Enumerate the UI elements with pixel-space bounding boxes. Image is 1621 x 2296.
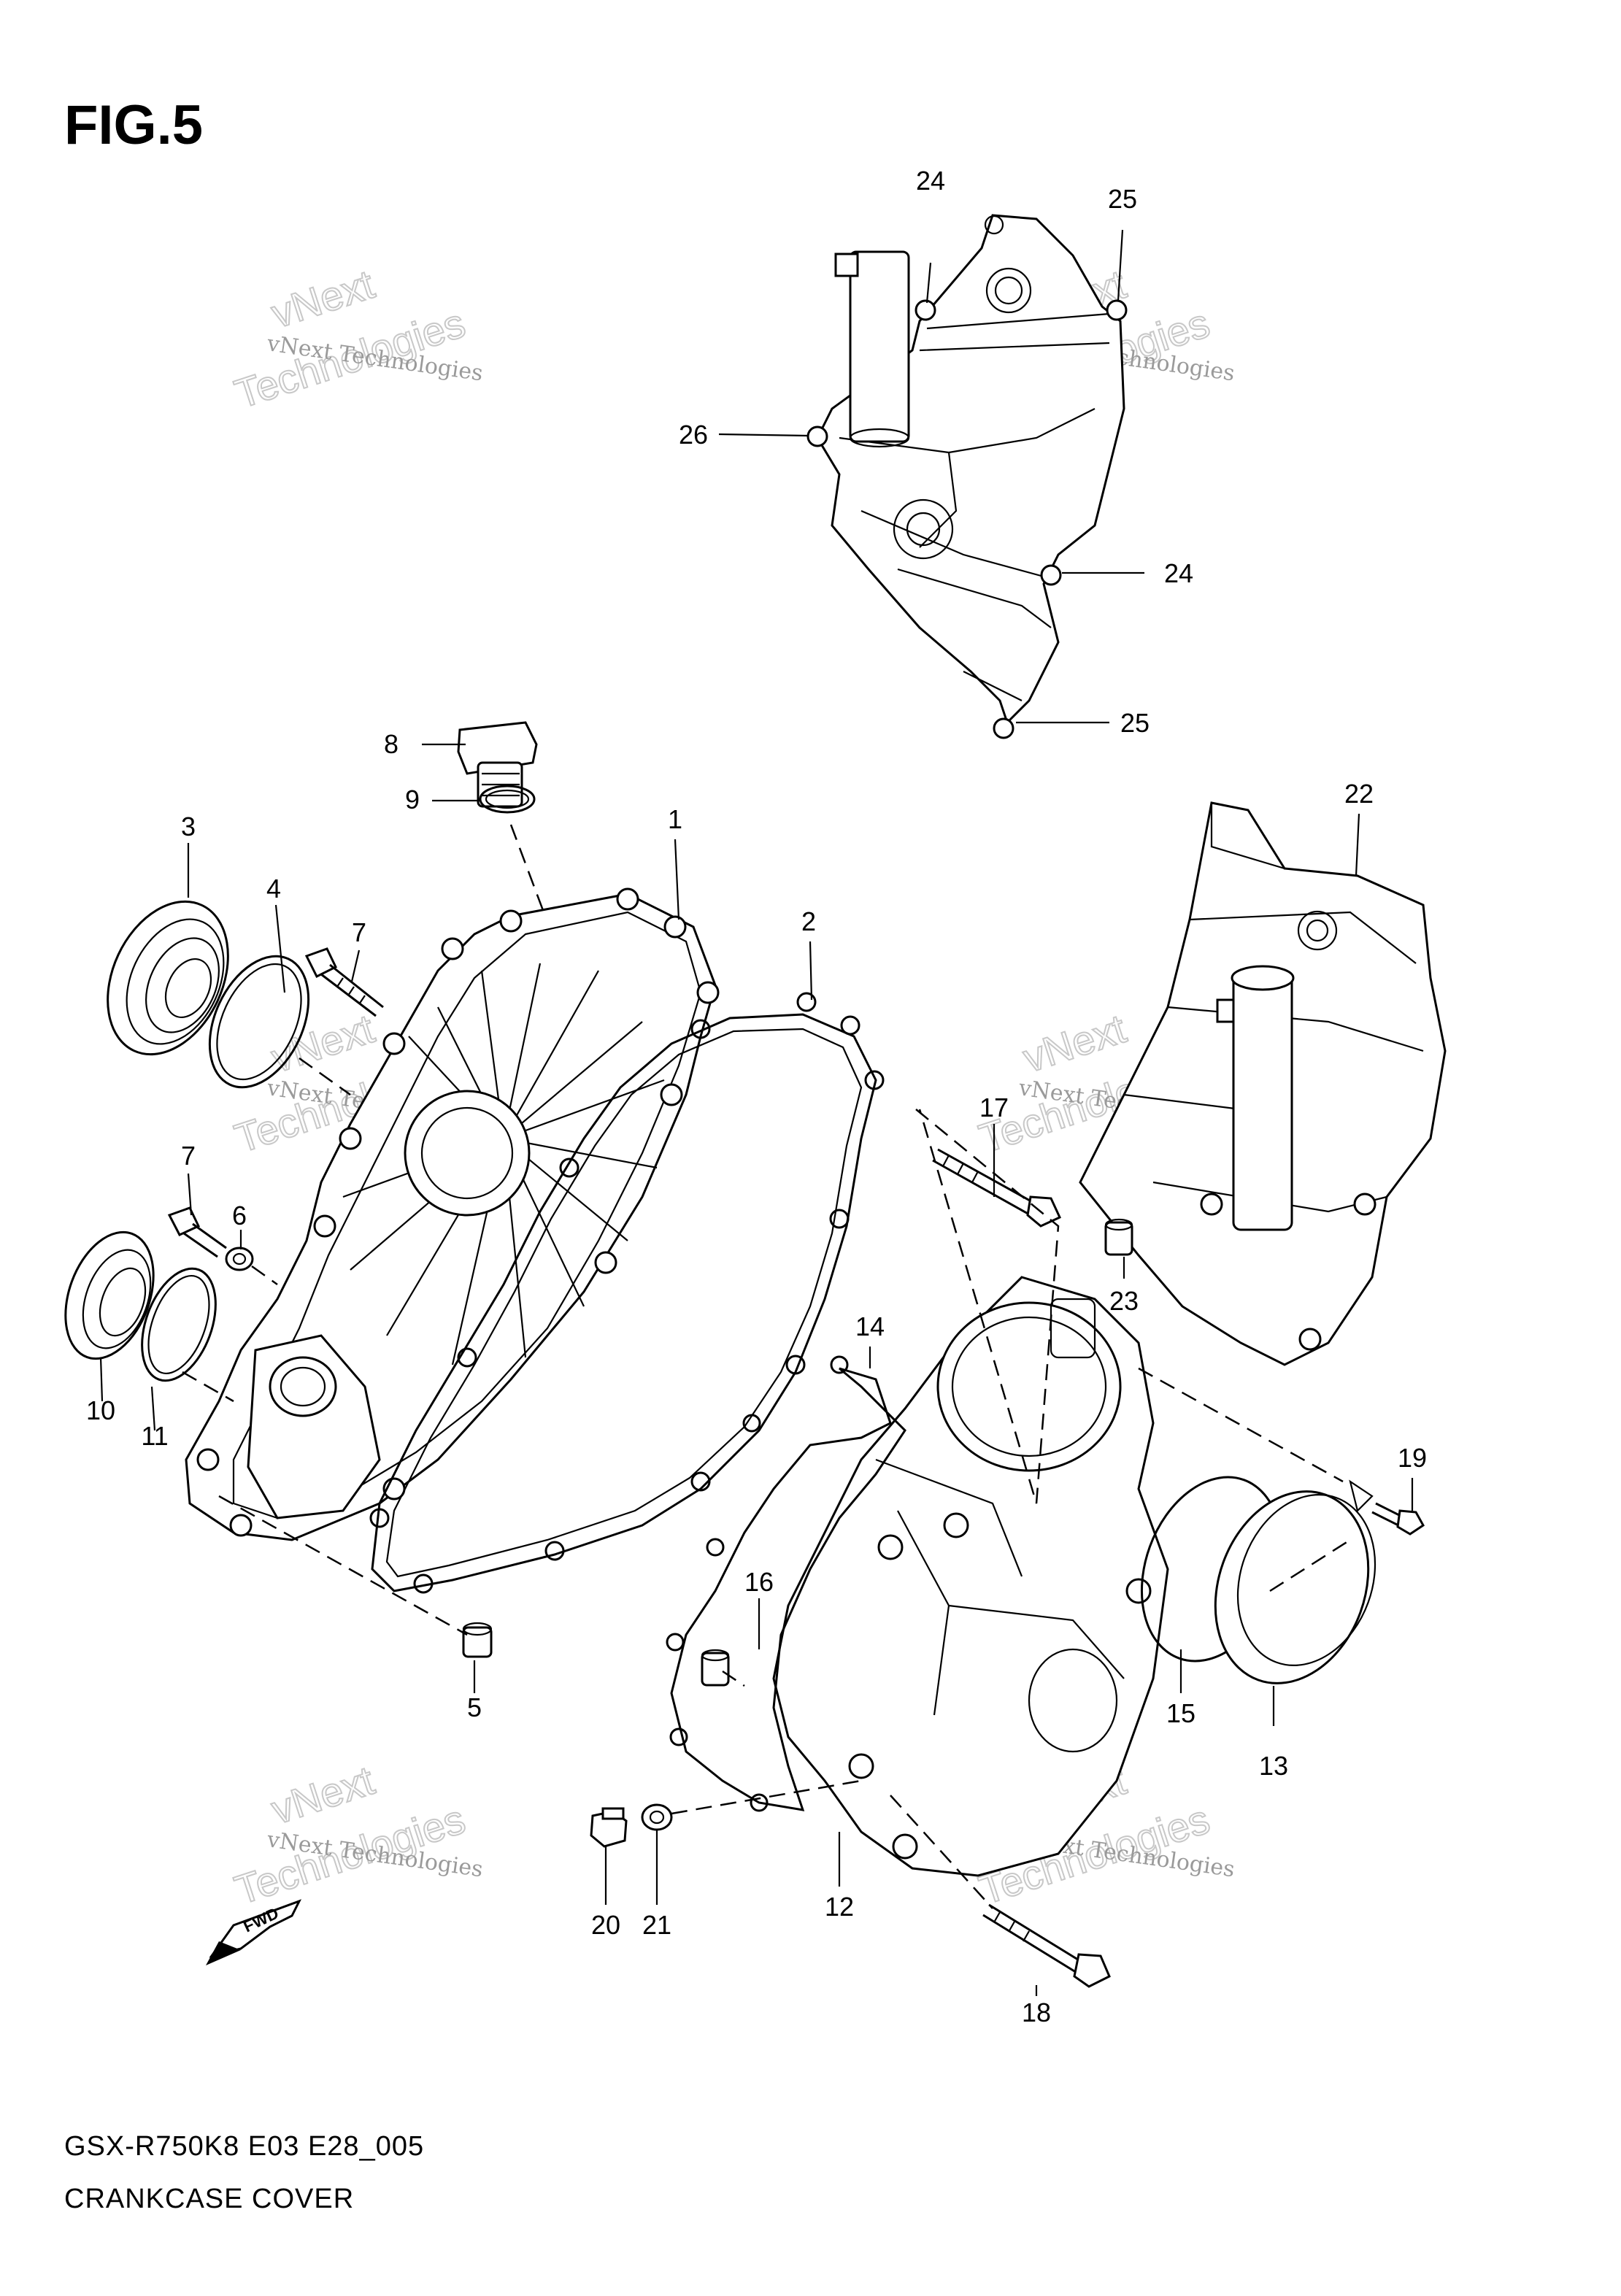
dowel-pin-23 [1104,1218,1133,1256]
callout-3: 3 [181,812,196,841]
bolt-19 [1371,1502,1425,1536]
callout-7-upper: 7 [352,917,366,947]
callout-22: 22 [1344,779,1374,809]
callout-10: 10 [86,1395,115,1425]
callout-6: 6 [232,1201,247,1230]
callout-15: 15 [1166,1698,1195,1728]
callout-24-top: 24 [916,166,945,196]
callout-9: 9 [405,785,420,814]
washer-21 [641,1803,673,1831]
callout-8: 8 [384,729,398,759]
svg-text:vNext: vNext [266,1757,380,1833]
figure-code: GSX-R750K8 E03 E28_005 [64,2131,425,2162]
callout-21: 21 [642,1910,671,1940]
svg-text:vNext: vNext [266,1005,380,1081]
part-number-labels: 1 2 3 4 5 6 7 7 8 9 10 11 12 13 14 15 16… [86,166,1427,2027]
gasket-2 [369,992,885,1594]
o-ring-upper [208,955,310,1089]
callout-12: 12 [825,1892,854,1922]
bolt-17 [932,1148,1061,1228]
filler-o-ring [479,785,536,814]
callout-14: 14 [855,1311,885,1341]
dowel-pin-16 [701,1649,730,1687]
plug-lower [64,1230,155,1360]
callout-13: 13 [1259,1751,1288,1781]
gasket-14 [666,1355,906,1812]
sprocket-cover [806,214,1128,739]
callout-26: 26 [679,420,708,450]
svg-text:vNext: vNext [266,261,380,336]
callout-19: 19 [1398,1443,1427,1473]
cover-22 [1079,801,1447,1366]
bolt-20 [590,1807,628,1848]
callout-24-right: 24 [1164,558,1193,588]
plug-upper [107,900,229,1056]
bolt-7-upper [304,947,384,1017]
callout-11: 11 [141,1421,168,1451]
svg-text:vNext: vNext [1017,1005,1131,1081]
callout-2: 2 [801,906,816,936]
figure-name: CRANKCASE COVER [64,2184,355,2214]
callout-23: 23 [1109,1286,1139,1316]
callout-16: 16 [744,1567,774,1597]
bolt-18 [982,1903,1111,1988]
callout-5: 5 [467,1692,482,1722]
o-ring-lower [141,1267,217,1382]
watermark-bottom-left: vNext Technologies vNext Technologies [228,1756,485,1914]
leader-lines [99,229,1414,1996]
callout-4: 4 [266,874,281,904]
washer-6 [225,1247,254,1271]
dowel-pin-5 [462,1622,493,1658]
cap-13 [1214,1479,1376,1684]
callout-20: 20 [591,1910,620,1940]
bolt-7-lower [167,1206,227,1258]
callout-7-lower: 7 [181,1141,196,1171]
figure-title: FIG.5 [64,94,204,156]
crankcase-cover-left [185,887,720,1541]
callout-17: 17 [979,1093,1009,1122]
callout-25-bottom: 25 [1120,708,1150,738]
clutch-cover-12 [772,1276,1169,1877]
callout-1: 1 [668,804,682,834]
callout-25-top: 25 [1108,184,1137,214]
watermark-top-left: vNext Technologies vNext Technologies [228,260,485,417]
fwd-arrow-icon: FWD [206,1899,302,1965]
assembly-lines [182,824,1351,1909]
callout-18: 18 [1022,1998,1051,2027]
